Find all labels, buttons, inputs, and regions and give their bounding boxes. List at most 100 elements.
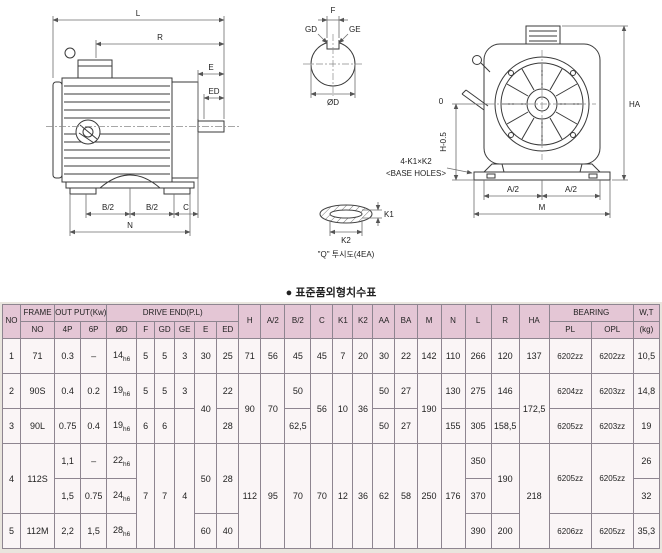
header-ed: ED <box>216 321 240 339</box>
header-n: N <box>440 304 466 339</box>
table-cell: 6205zz <box>590 513 634 549</box>
table-cell: 112 <box>238 443 262 549</box>
table-cell: 56 <box>310 373 334 444</box>
table-cell: 45 <box>310 338 334 374</box>
table-cell: 22 <box>394 338 418 374</box>
table-cell: 12 <box>332 443 354 549</box>
table-cell: 22 <box>216 373 240 409</box>
table-cell: 10,5 <box>632 338 661 374</box>
table-cell: 6203zz <box>590 408 634 444</box>
table-row: 5 112M 2,2 1,5 28h6 60 40 390 200 6206zz… <box>1 513 661 549</box>
table-cell: 0.3 <box>54 338 82 374</box>
table-cell: 26 <box>632 443 661 479</box>
table-cell: 19h6 <box>106 373 138 409</box>
header-ba: BA <box>394 304 418 339</box>
table-cell: 112M <box>20 513 56 549</box>
table-cell: 120 <box>490 338 520 374</box>
dim-label-ED: ED <box>208 87 219 96</box>
table-cell: 146 <box>490 373 520 409</box>
table-cell: 5 <box>154 373 176 409</box>
table-cell: 1,5 <box>80 513 108 549</box>
header-bearing: BEARING <box>548 304 634 322</box>
table-cell: 266 <box>464 338 492 374</box>
table-cell: 6 <box>136 408 156 444</box>
table-cell: 250 <box>416 443 442 549</box>
header-ge: GE <box>174 321 196 339</box>
table-cell: 3 <box>174 373 196 409</box>
dim-label-N: N <box>127 221 133 230</box>
bullet-icon: ● <box>285 287 293 299</box>
od-value: 14 <box>113 349 124 360</box>
dim-label-E: E <box>208 63 213 72</box>
table-cell: 90L <box>20 408 56 444</box>
table-cell: 5 <box>136 338 156 374</box>
table-cell: 5 <box>136 373 156 409</box>
table-cell: 20 <box>352 338 374 374</box>
table-cell: 58 <box>394 443 418 549</box>
shaft-end-view: F GD GE ØD <box>303 6 363 107</box>
table-cell: 28 <box>216 443 240 514</box>
table-cell: 6206zz <box>548 513 592 549</box>
table-cell: 40 <box>194 373 218 444</box>
dim-label-H: H-0.5 <box>439 132 448 152</box>
table-cell: 137 <box>518 338 550 374</box>
dim-label-GE: GE <box>349 25 361 34</box>
table-cell: – <box>80 443 108 479</box>
header-k1: K1 <box>332 304 354 339</box>
dim-label-HA: HA <box>629 100 641 109</box>
table-cell: 2,2 <box>54 513 82 549</box>
header-od: ØD <box>106 321 138 339</box>
table-cell: 70 <box>260 373 286 444</box>
dim-label-H-tolerance-zero: 0 <box>439 97 444 106</box>
od-tolerance: h6 <box>123 355 131 363</box>
table-cell: 14,8 <box>632 373 661 409</box>
header-frame: FRAME <box>20 304 56 322</box>
header-drive-end: DRIVE END(P.L) <box>106 304 240 322</box>
table-cell: 275 <box>464 373 492 409</box>
table-cell: 32 <box>632 478 661 514</box>
od-value: 24 <box>113 489 124 500</box>
table-cell: 1,1 <box>54 443 82 479</box>
header-pl: PL <box>548 321 592 339</box>
header-r: R <box>490 304 520 339</box>
table-cell: 6 <box>154 408 176 444</box>
table-cell: 172,5 <box>518 373 550 444</box>
table-cell: 158,5 <box>490 408 520 444</box>
od-value: 28 <box>113 524 124 535</box>
table-cell: 190 <box>416 373 442 444</box>
table-cell: 7 <box>332 338 354 374</box>
header-wt: W,T <box>632 304 661 322</box>
table-cell <box>174 408 196 444</box>
table-cell: 390 <box>464 513 492 549</box>
table-cell: 3 <box>1 408 22 444</box>
table-cell: 7 <box>136 443 156 549</box>
table-cell: 6203zz <box>590 373 634 409</box>
motor-front-view: HA 0 H-0.5 A/2 A/2 M <box>439 25 641 218</box>
table-cell: 0.75 <box>80 478 108 514</box>
header-c: C <box>310 304 334 339</box>
table-cell: 70 <box>284 443 312 549</box>
od-value: 19 <box>113 384 124 395</box>
header-b2: B/2 <box>284 304 312 339</box>
table-cell: 4 <box>174 443 196 549</box>
header-a2: A/2 <box>260 304 286 339</box>
table-cell: 4 <box>1 443 22 514</box>
table-cell: 130 <box>440 373 466 409</box>
od-tolerance: h6 <box>123 425 131 433</box>
table-cell: 50 <box>194 443 218 514</box>
table-cell: – <box>80 338 108 374</box>
header-4p: 4P <box>54 321 82 339</box>
table-cell: 0.2 <box>80 373 108 409</box>
table-cell: 6202zz <box>590 338 634 374</box>
header-k2: K2 <box>352 304 374 339</box>
base-holes-callout-sub: <BASE HOLES> <box>386 169 446 178</box>
table-cell: 50 <box>372 408 396 444</box>
dim-label-K2: K2 <box>341 236 351 245</box>
table-row: 3 90L 0.75 0.4 19h6 6 6 28 62,5 50 27 15… <box>1 408 661 444</box>
od-tolerance: h6 <box>123 530 131 538</box>
table-area: NO FRAME OUT PUT(Kw) DRIVE END(P.L) H A/… <box>0 302 662 553</box>
table-cell: 50 <box>284 373 312 409</box>
dim-label-GD: GD <box>305 25 317 34</box>
dim-label-B2-right: B/2 <box>146 203 159 212</box>
dim-label-R: R <box>157 33 163 42</box>
